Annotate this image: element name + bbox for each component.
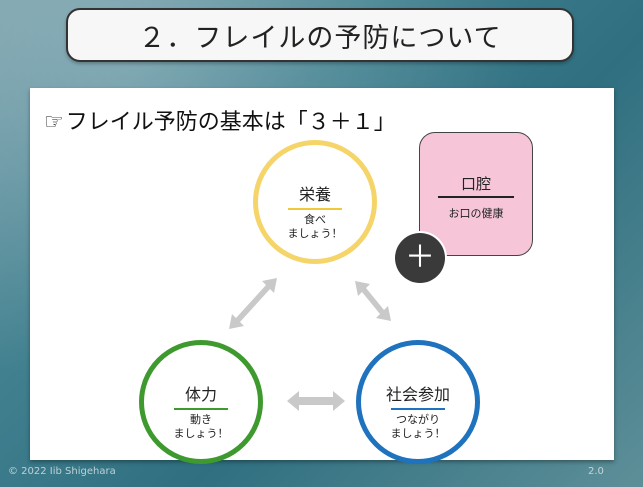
social-subtext: つながり ましょう！ — [390, 413, 446, 440]
copyright-footer: © 2022 Iib Shigehara — [8, 466, 116, 477]
title-box: ２．フレイルの予防について — [66, 8, 574, 62]
physical-underline — [174, 408, 228, 410]
physical-title: 体力 — [184, 385, 217, 404]
social-title: 社会参加 — [385, 385, 450, 404]
oral-title: 口腔 — [460, 175, 491, 193]
nutrition-title: 栄養 — [298, 185, 331, 204]
pointing-hand-icon: ☞ — [44, 110, 64, 135]
slide-title: ２．フレイルの予防について — [138, 22, 502, 54]
plus-icon: ＋ — [395, 233, 445, 283]
oral-underline — [438, 196, 514, 198]
physical-circle: 体力 動き ましょう！ — [139, 340, 263, 464]
social-underline — [391, 408, 445, 410]
subtitle-text: フレイル予防の基本は「３＋１」 — [65, 110, 396, 135]
page-number: 2.0 — [588, 466, 604, 477]
oral-health-box: 口腔 お口の健康 — [419, 132, 533, 256]
social-circle: 社会参加 つながり ましょう！ — [356, 340, 480, 464]
nutrition-circle: 栄養 食べ ましょう！ — [253, 140, 377, 264]
oral-subtext: お口の健康 — [448, 207, 504, 220]
nutrition-underline — [288, 208, 342, 210]
subtitle: ☞フレイル予防の基本は「３＋１」 — [44, 104, 396, 136]
nutrition-subtext: 食べ ましょう！ — [287, 213, 343, 240]
physical-subtext: 動き ましょう！ — [173, 413, 229, 440]
